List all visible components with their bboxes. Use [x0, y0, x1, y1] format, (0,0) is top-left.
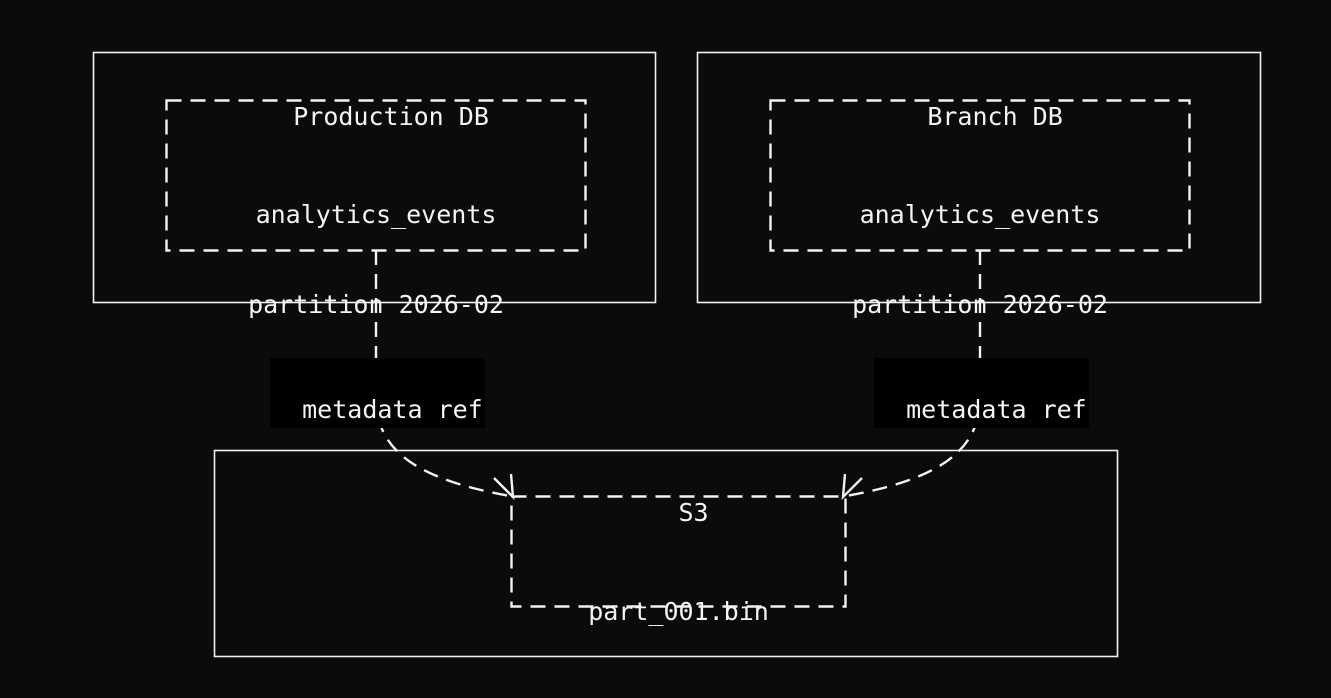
edge-label-prod-to-s3: metadata ref: [270, 358, 485, 428]
group-box-s3: [213, 449, 1119, 658]
group-title-production-db-text: Production DB: [293, 102, 489, 131]
edge-label-branch-to-s3-text: metadata ref: [906, 395, 1087, 424]
edge-label-branch-to-s3: metadata ref: [874, 358, 1089, 428]
arrowhead-prod-to-s3: [493, 473, 515, 501]
group-title-s3: S3: [511, 471, 846, 527]
group-title-s3-text: S3: [678, 498, 709, 527]
group-title-production-db: Production DB: [166, 75, 586, 131]
arrowhead-branch-to-s3: [841, 473, 863, 501]
group-box-production-db: [92, 51, 657, 304]
edge-label-prod-to-s3-text: metadata ref: [302, 395, 483, 424]
group-title-branch-db-text: Branch DB: [927, 102, 1063, 131]
node-box-s3-object: [510, 495, 847, 608]
group-title-branch-db: Branch DB: [770, 75, 1190, 131]
